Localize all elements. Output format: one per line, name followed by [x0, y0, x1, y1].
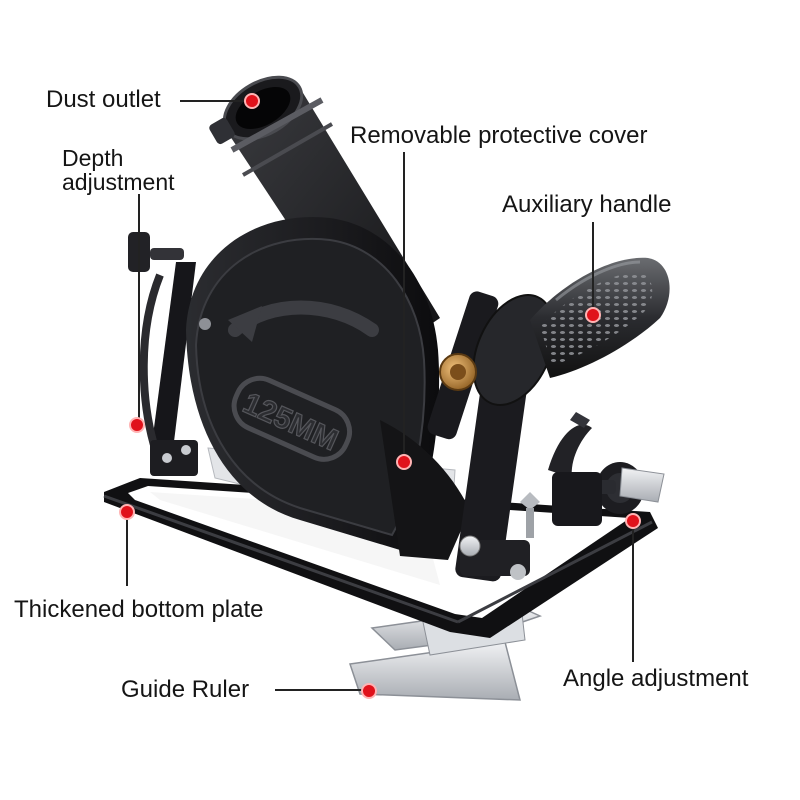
marker-angle-adjustment	[625, 513, 641, 529]
marker-dust-outlet	[244, 93, 260, 109]
callout-depth-adjustment: Depth adjustment	[62, 146, 175, 194]
leader-lines	[126, 100, 634, 691]
callout-guide-ruler: Guide Ruler	[121, 676, 250, 703]
marker-protective-cover	[396, 454, 412, 470]
marker-auxiliary-handle	[585, 307, 601, 323]
support-post	[455, 378, 540, 582]
marker-guide-ruler	[361, 683, 377, 699]
marker-depth-adjustment	[129, 417, 145, 433]
auxiliary-handle	[427, 257, 670, 440]
callout-bottom-plate: Thickened bottom plate	[14, 596, 264, 623]
markers	[119, 93, 641, 699]
callout-protective-cover: Removable protective cover	[350, 122, 648, 149]
angle-adjustment-assembly	[548, 412, 665, 526]
callout-angle-adjustment: Angle adjustment	[563, 665, 749, 692]
callout-dust-outlet: Dust outlet	[46, 86, 161, 113]
callout-auxiliary-handle: Auxiliary handle	[502, 191, 672, 218]
callout-depth-line2: adjustment	[62, 169, 175, 195]
marker-bottom-plate	[119, 504, 135, 520]
protective-cover: 125MM	[186, 216, 470, 560]
callout-depth-line1: Depth	[62, 145, 124, 171]
